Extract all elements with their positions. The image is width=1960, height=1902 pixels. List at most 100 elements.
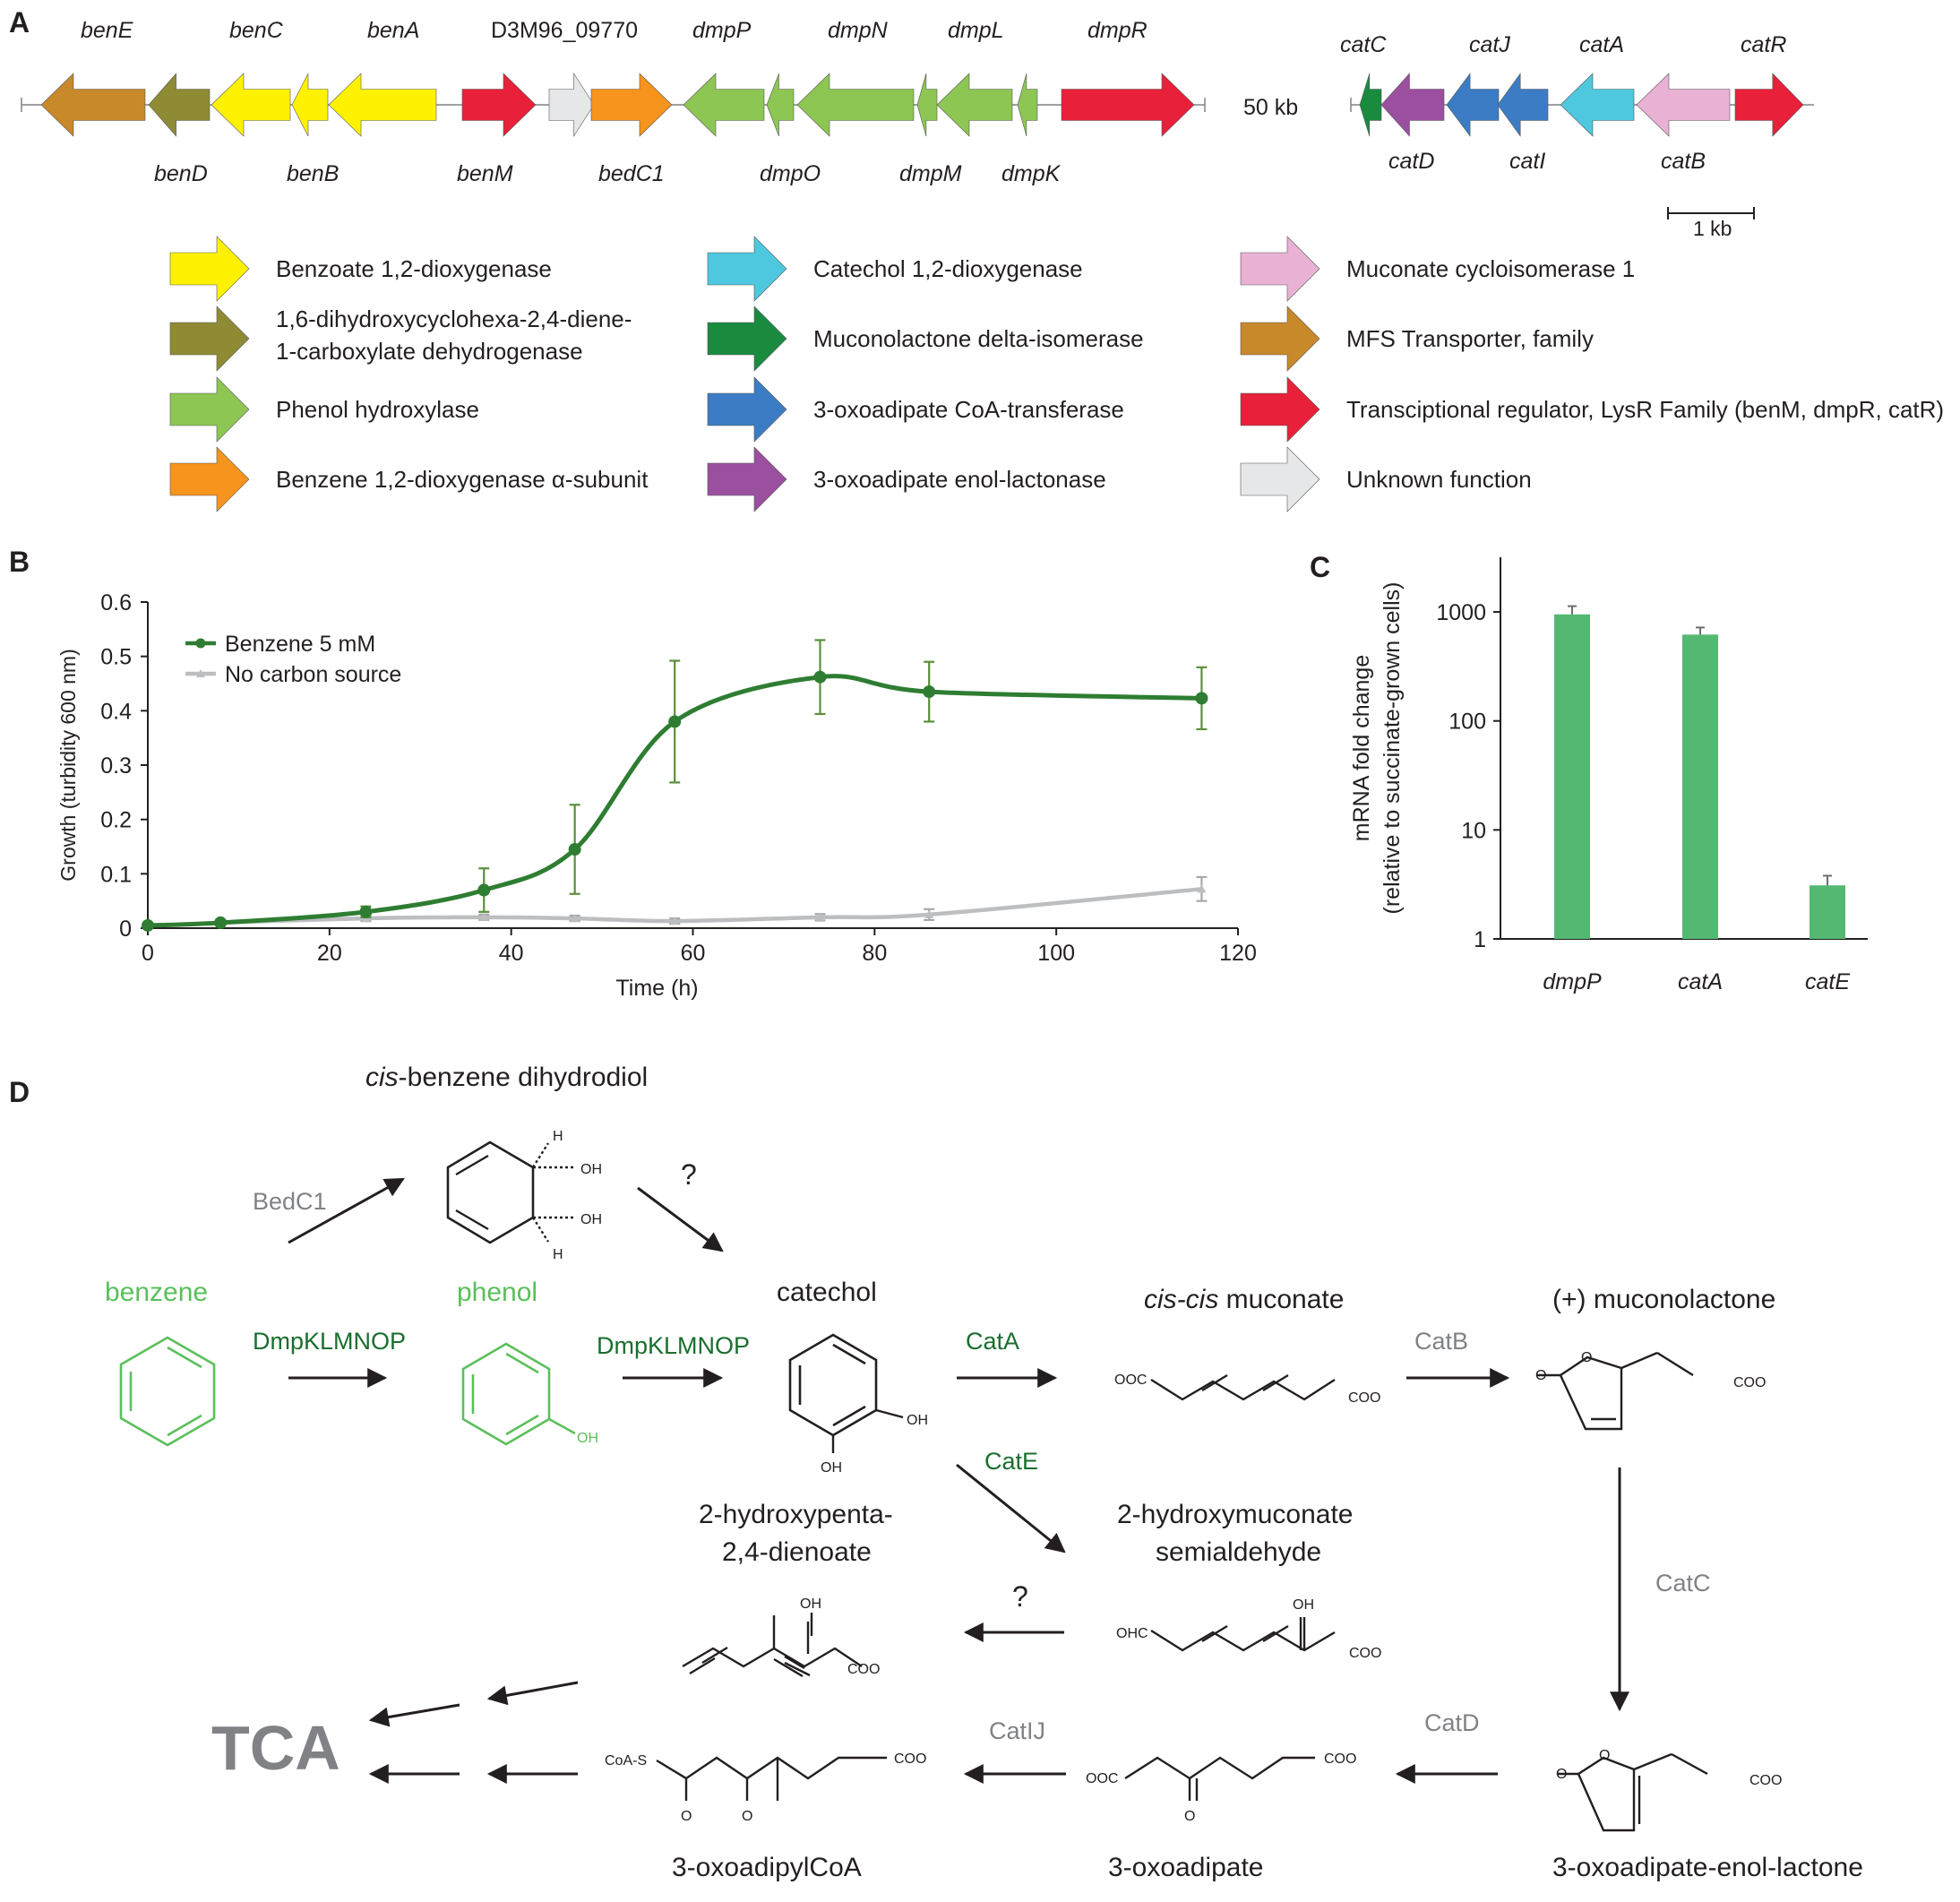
y-axis-label-0: mRNA fold change [1349,655,1374,841]
gene-label-dmpn: dmpN [828,18,889,43]
gene-catr [1734,73,1804,137]
atom-h-top: H [553,1129,563,1144]
y-tick-label: 1 [1474,927,1486,952]
gene-dmpn [796,73,915,137]
legend-swatch-6 [707,376,787,443]
atom-oh-hpd: OH [800,1596,821,1612]
atom-coo-muconolactone: COO [1733,1375,1766,1390]
atom-oh-catechol-1: OH [907,1413,928,1428]
structure-enol-lactone: O O COO [1556,1748,1782,1832]
legend-swatch-4 [707,236,787,302]
x-tick-label: 120 [1219,941,1257,966]
legend-label-5: Muconolactone delta-isomerase [813,325,1144,352]
gene-bene [40,73,146,137]
y-tick-label: 0.4 [100,699,132,724]
structure-muconate: OOC COO [1114,1373,1380,1406]
gene-label-catc: catC [1340,32,1387,57]
category-label-cata: catA [1678,969,1723,994]
gene-dmpk [1017,73,1038,137]
x-tick-label: 100 [1037,941,1075,966]
atom-ohc: OHC [1116,1626,1148,1641]
data-point [568,843,581,856]
atom-coo-hpd: COO [847,1662,880,1677]
atom-oh-phenol: OH [577,1431,598,1446]
category-label-dmpp: dmpP [1543,969,1602,994]
legend-label-1-1: 1-carboxylate dehydrogenase [276,338,583,365]
data-point [477,883,491,897]
legend-label-11: Unknown function [1346,466,1532,493]
label-tca: TCA [211,1713,340,1783]
atom-o-ring-1: O [1581,1350,1592,1365]
gene-cati [1497,73,1549,137]
gene-label-benm: benM [457,161,513,186]
panel-d-label: D [9,1076,30,1108]
legend-swatch-3 [169,446,250,512]
arrow-bedc1 [288,1177,405,1244]
gene-dmpp [683,73,765,137]
y-axis-label: Growth (turbidity 600 nm) [56,649,80,881]
y-axis-label-1: (relative to succinate-grown cells) [1380,582,1405,915]
legend-swatch-0 [169,236,250,302]
atom-coo-muconate: COO [1348,1390,1380,1406]
legend-swatch-1 [169,306,250,372]
atom-o-ring-2: O [1599,1748,1610,1763]
structure-hydroxypentadienoate: OH COO [682,1596,880,1678]
label-cis-cis-muconate: cis-cis muconate [1144,1285,1344,1314]
legend-swatch-9 [1240,306,1320,372]
y-tick-label: 0.1 [100,862,132,887]
gene-benm [461,73,537,137]
data-point [670,917,680,925]
gene-label-dmpl: dmpL [948,18,1004,43]
gene-label-bena: benA [367,18,419,43]
structure-phenol: OH [461,1342,598,1446]
legend-label-10: Transciptional regulator, LysR Family (b… [1346,396,1944,423]
unknown-step-2: ? [1012,1580,1028,1613]
data-point [1195,692,1208,705]
gene-label-catd: catD [1388,149,1434,174]
gene-label-catb: catB [1661,149,1706,174]
label-benzene: benzene [105,1278,208,1307]
atom-coo-oxoadipylcoa: COO [894,1751,926,1767]
gene-label-dmpk: dmpK [1001,161,1062,186]
gene-catj [1446,73,1500,137]
legend-swatch-8 [1240,236,1320,302]
atom-o-oxoadipate: O [1184,1809,1195,1824]
y-tick-label: 10 [1461,818,1486,843]
x-tick-label: 60 [681,941,706,966]
panel-a-label: A [9,6,30,39]
gene-dmpr [1061,73,1195,137]
label-cis-benzene-dihydrodiol: cis-benzene dihydrodiol [365,1063,648,1092]
enzyme-cate: CatE [984,1448,1038,1475]
legend-label-6: 3-oxoadipate CoA-transferase [813,396,1124,423]
arrow-to-tca-4 [368,1703,460,1727]
atom-oh-top: OH [580,1162,602,1177]
y-tick-label: 100 [1449,710,1486,735]
legend-label-0: Benzoate 1,2-dioxygenase [276,255,552,282]
legend-swatch-10 [1240,376,1320,443]
data-point [923,685,936,699]
panel-c-label: C [1310,551,1330,583]
gene-legend: Benzoate 1,2-dioxygenase1,6-dihydroxycyc… [169,236,1944,512]
atom-h-bottom: H [553,1247,563,1262]
data-point [359,905,373,918]
legend-swatch-7 [707,446,787,512]
gene-bend [148,73,211,137]
gene-bena [328,73,437,137]
atom-o-carbonyl-1: O [1535,1368,1546,1383]
enzyme-dmp-2: DmpKLMNOP [597,1332,750,1359]
label-hpd-2: 2,4-dienoate [722,1537,872,1567]
gene-d3m96_09770 [548,72,595,138]
structure-catechol: OH OH [788,1333,928,1476]
gene-label-cati: catI [1509,149,1545,174]
gene-label-dmpp: dmpP [692,18,752,43]
label-muconolactone: (+) muconolactone [1552,1285,1775,1314]
atom-coo-oxoadipate: COO [1324,1751,1356,1767]
label-enol-lactone: 3-oxoadipate-enol-lactone [1552,1853,1863,1882]
gene-label-dmpo: dmpO [760,161,821,186]
panel-b-label: B [9,546,30,578]
legend-label-9: MFS Transporter, family [1346,325,1594,352]
structure-oxoadipylcoa: CoA-S COO O O [605,1751,926,1824]
bar-cate [1810,885,1845,939]
y-tick-label: 0.6 [100,590,132,615]
